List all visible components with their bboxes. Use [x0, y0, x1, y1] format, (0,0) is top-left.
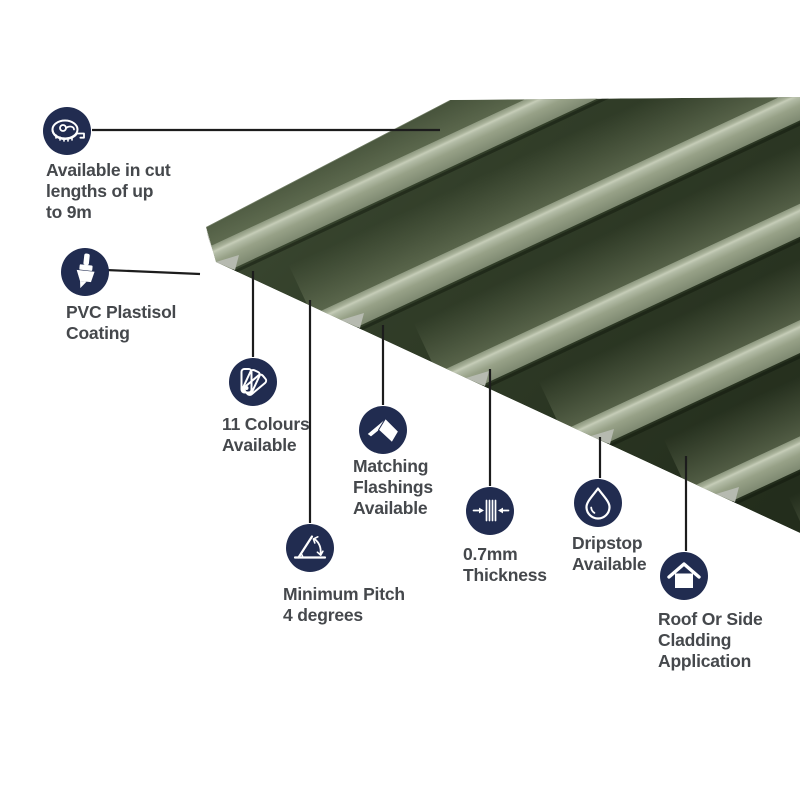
- callout-label-colours: 11 Colours Available: [222, 414, 310, 456]
- callout-line-coating: [105, 268, 201, 276]
- callout-label-line: Application: [658, 651, 752, 671]
- colour-fan-icon: [229, 358, 277, 406]
- callout-label-line: Thickness: [463, 565, 547, 585]
- pitch-angle-icon: [286, 524, 334, 572]
- callout-label-line: Roof Or Side: [658, 609, 763, 629]
- flashing-icon: [359, 406, 407, 454]
- callout-label-dripstop: Dripstop Available: [572, 533, 647, 575]
- callout-label-line: PVC Plastisol: [66, 302, 177, 322]
- callout-label-line: Matching: [353, 456, 429, 476]
- callout-label-line: Coating: [66, 323, 130, 343]
- water-drop-icon: [574, 479, 622, 527]
- callout-label-line: 4 degrees: [283, 605, 363, 625]
- thickness-arrows-icon: [466, 487, 514, 535]
- callout-label-line: to 9m: [46, 202, 92, 222]
- callout-label-line: Available: [572, 554, 647, 574]
- callout-label-cut-lengths: Available in cut lengths of up to 9m: [46, 160, 171, 223]
- callout-label-line: Minimum Pitch: [283, 584, 405, 604]
- callout-label-line: Available: [222, 435, 297, 455]
- callout-label-line: Flashings: [353, 477, 433, 497]
- callout-label-line: Cladding: [658, 630, 732, 650]
- callout-label-line: Available: [353, 498, 428, 518]
- callout-label-line: lengths of up: [46, 181, 154, 201]
- callout-label-flashings: Matching Flashings Available: [353, 456, 433, 519]
- callout-label-application: Roof Or Side Cladding Application: [658, 609, 763, 672]
- callout-label-line: 0.7mm: [463, 544, 518, 564]
- paint-brush-icon: [61, 248, 109, 296]
- callout-label-line: Dripstop: [572, 533, 643, 553]
- callout-lines: [92, 128, 688, 551]
- callout-label-pitch: Minimum Pitch 4 degrees: [283, 584, 405, 626]
- callout-label-thickness: 0.7mm Thickness: [463, 544, 547, 586]
- house-icon: [660, 552, 708, 600]
- callout-label-line: Available in cut: [46, 160, 171, 180]
- callout-label-coating: PVC Plastisol Coating: [66, 302, 176, 344]
- roofing-sheet: [206, 97, 800, 533]
- callout-label-line: 11 Colours: [222, 414, 310, 434]
- tape-measure-icon: [43, 107, 91, 155]
